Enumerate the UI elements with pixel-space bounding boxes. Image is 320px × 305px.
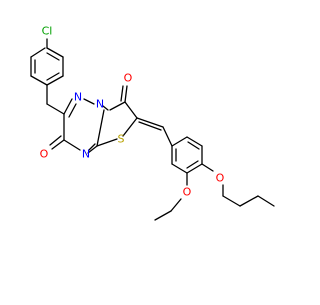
bond: [30, 47, 46, 58]
structure-canvas: Cl O N N O N S O O: [30, 25, 275, 221]
atom-label-layer: Cl O N N O N S O O: [40, 25, 225, 199]
bond: [87, 145, 98, 154]
bond: [171, 163, 188, 174]
bond: [120, 85, 124, 102]
bond: [46, 75, 64, 86]
atom-oxygen-ethoxy: O: [183, 186, 192, 199]
atom-sulfur: S: [118, 133, 125, 146]
bond: [63, 98, 73, 115]
bond: [122, 117, 138, 137]
bond: [46, 52, 60, 61]
bond: [30, 75, 48, 86]
bond: [154, 210, 172, 221]
bond: [239, 195, 259, 207]
atom-nitrogen-lower: N: [82, 148, 90, 161]
bond: [162, 126, 173, 147]
bond: [136, 117, 164, 128]
bond-layer: [30, 38, 275, 221]
bond: [186, 160, 199, 169]
bond: [49, 135, 62, 146]
bond: [51, 139, 65, 150]
bond: [109, 101, 126, 111]
bond: [171, 136, 188, 147]
bond: [257, 195, 275, 207]
bond: [124, 101, 138, 119]
bond: [124, 85, 128, 103]
atom-oxygen-carbonyl-left: O: [40, 148, 49, 161]
atom-chlorine: Cl: [42, 25, 53, 38]
bond: [170, 198, 182, 212]
bond: [201, 163, 214, 172]
bond: [222, 195, 241, 207]
atom-nitrogen-upper: N: [74, 91, 82, 104]
bond: [83, 98, 95, 105]
bond: [88, 143, 96, 151]
atom-oxygen-carbonyl-top: O: [124, 72, 133, 85]
bond: [102, 105, 109, 111]
bond: [46, 47, 64, 58]
bond: [96, 109, 105, 147]
atom-oxygen-butoxy: O: [216, 172, 225, 185]
bond: [186, 136, 203, 147]
bond: [68, 103, 77, 118]
bond: [138, 121, 162, 131]
molecule-structure: Cl O N N O N S O O: [30, 25, 275, 221]
bond: [46, 72, 60, 81]
bond: [187, 141, 200, 150]
bond: [63, 139, 81, 151]
bond: [46, 103, 65, 115]
bond: [96, 138, 118, 147]
bond: [186, 163, 203, 174]
atom-nitrogen-ring: N: [96, 98, 104, 111]
